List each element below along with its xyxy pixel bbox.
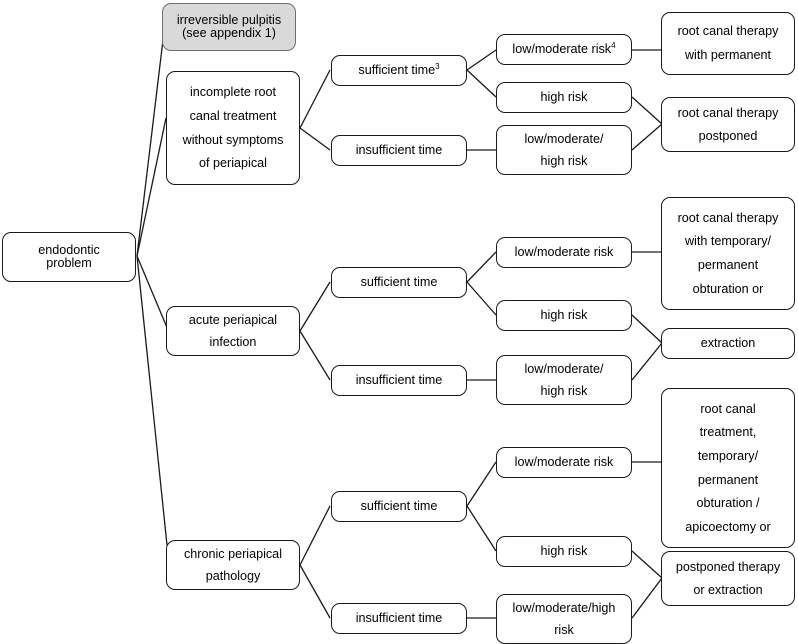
edge-b-lmh-to-extraction: [631, 342, 663, 381]
edge-c-node-to-sufficient: [299, 505, 331, 566]
edge-c-sufficient-to-low-mod: [466, 461, 497, 507]
node-b-outcome-extraction[interactable]: extraction: [661, 328, 795, 359]
node-a-low-moderate-risk[interactable]: low/moderate risk4: [496, 34, 632, 65]
node-line: with permanent: [684, 48, 772, 62]
node-line: root canal therapy: [677, 24, 779, 39]
edge-root-to-irreversible-pulpitis: [136, 14, 167, 257]
node-a-high-risk[interactable]: high risk: [496, 82, 632, 113]
node-irreversible-pulpitis[interactable]: irreversible pulpitis (see appendix 1): [162, 3, 296, 51]
node-c-sufficient-time[interactable]: sufficient time: [331, 491, 467, 522]
node-line: low/moderate/: [524, 361, 604, 376]
node-line: permanent: [697, 258, 759, 272]
node-line: root canal therapy: [677, 210, 779, 225]
node-line: sufficient time3: [358, 62, 440, 78]
edge-a-high-to-postponed: [631, 96, 663, 125]
node-line: infection: [209, 334, 257, 349]
node-line: extraction: [700, 336, 756, 351]
node-b-low-moderate-high-risk[interactable]: low/moderate/ high risk: [496, 355, 632, 405]
node-c-low-moderate-high-risk[interactable]: low/moderate/high risk: [496, 594, 632, 644]
edge-a-node-to-insufficient: [299, 127, 331, 151]
node-line: low/moderate risk: [514, 245, 614, 260]
node-b-outcome-root-canal-temporary-permanent[interactable]: root canal therapy with temporary/ perma…: [661, 197, 795, 310]
edge-root-to-incomplete-root-canal: [136, 117, 167, 257]
node-a-outcome-root-canal-postponed[interactable]: root canal therapy postponed: [661, 97, 795, 152]
node-b-low-moderate-risk[interactable]: low/moderate risk: [496, 237, 632, 268]
edge-c-lmh-to-postponed: [631, 577, 663, 619]
node-line: without symptoms: [182, 132, 284, 147]
node-line: incomplete root: [189, 85, 277, 100]
node-line: canal treatment: [189, 108, 277, 123]
node-line: risk: [554, 622, 574, 637]
edge-b-sufficient-to-high: [466, 281, 497, 316]
footnote-marker: 3: [435, 62, 440, 72]
node-line: high risk: [540, 90, 588, 105]
node-line: acute periapical: [188, 312, 278, 327]
node-line: postponed therapy: [675, 559, 781, 574]
edge-a-node-to-sufficient: [299, 69, 331, 129]
node-line: temporary/: [697, 448, 759, 463]
edge-root-to-acute-periapical: [136, 255, 169, 331]
node-line: high risk: [540, 544, 588, 559]
edge-b-high-to-extraction: [631, 314, 663, 344]
node-line: pathology: [205, 568, 261, 583]
edge-a-sufficient-to-low-mod: [466, 49, 497, 71]
node-line: problem: [46, 256, 92, 270]
edge-b-node-to-sufficient: [299, 281, 331, 332]
node-line: low/moderate/: [524, 131, 604, 146]
node-line: sufficient time: [360, 499, 438, 514]
node-line: insufficient time: [355, 373, 443, 388]
node-line: obturation /: [696, 496, 760, 511]
edge-c-sufficient-to-high: [466, 505, 497, 552]
node-b-sufficient-time[interactable]: sufficient time: [331, 267, 467, 298]
node-line: low/moderate/high: [512, 600, 616, 615]
edge-b-node-to-insufficient: [299, 330, 331, 381]
edge-b-sufficient-to-low-mod: [466, 251, 497, 283]
node-line: root canal: [700, 401, 756, 416]
node-chronic-periapical-pathology[interactable]: chronic periapical pathology: [166, 540, 300, 590]
node-line: postponed: [698, 128, 758, 143]
node-c-outcome-root-canal-apicoectomy[interactable]: root canal treatment, temporary/ permane…: [661, 388, 795, 548]
edge-root-to-chronic-periapical: [136, 255, 168, 546]
node-line: root canal therapy: [677, 105, 779, 120]
node-b-high-risk[interactable]: high risk: [496, 300, 632, 331]
node-line: chronic periapical: [183, 546, 282, 561]
node-line: high risk: [540, 383, 588, 398]
node-line: low/moderate risk: [514, 455, 614, 470]
node-line: or extraction: [693, 582, 763, 597]
node-line: insufficient time: [355, 611, 443, 626]
node-incomplete-root-canal-treatment[interactable]: incomplete root canal treatment without …: [166, 71, 300, 185]
node-line: irreversible pulpitis: [176, 13, 282, 28]
node-endodontic-problem[interactable]: endodontic problem: [2, 232, 136, 282]
node-line: of periapical: [199, 156, 267, 171]
edge-c-node-to-insufficient: [299, 564, 331, 619]
node-c-low-moderate-risk[interactable]: low/moderate risk: [496, 447, 632, 478]
node-c-outcome-postponed-or-extraction[interactable]: postponed therapy or extraction: [661, 551, 795, 606]
node-a-low-moderate-high-risk[interactable]: low/moderate/ high risk: [496, 125, 632, 175]
node-a-outcome-root-canal-permanent[interactable]: root canal therapy with permanent: [661, 12, 795, 75]
node-a-insufficient-time[interactable]: insufficient time: [331, 135, 467, 166]
node-line: endodontic: [38, 243, 100, 258]
edge-a-lmh-to-postponed: [631, 123, 663, 151]
node-a-sufficient-time[interactable]: sufficient time3: [331, 55, 467, 86]
node-line: (see appendix 1): [182, 26, 276, 40]
node-line: treatment,: [699, 425, 757, 440]
node-line: insufficient time: [355, 143, 443, 158]
node-c-insufficient-time[interactable]: insufficient time: [331, 603, 467, 634]
node-line: obturation or: [692, 281, 764, 296]
edge-c-high-to-postponed: [631, 550, 663, 579]
node-line: high risk: [540, 153, 588, 168]
node-line: permanent: [697, 472, 759, 487]
node-line: sufficient time: [360, 275, 438, 290]
node-line: low/moderate risk4: [512, 41, 616, 57]
node-acute-periapical-infection[interactable]: acute periapical infection: [166, 306, 300, 356]
node-c-high-risk[interactable]: high risk: [496, 536, 632, 567]
edge-a-sufficient-to-high: [466, 69, 497, 98]
node-line: high risk: [540, 308, 588, 323]
node-line: apicoectomy or: [685, 519, 771, 534]
node-b-insufficient-time[interactable]: insufficient time: [331, 365, 467, 396]
footnote-marker: 4: [611, 41, 616, 51]
node-line: with temporary/: [684, 234, 772, 249]
